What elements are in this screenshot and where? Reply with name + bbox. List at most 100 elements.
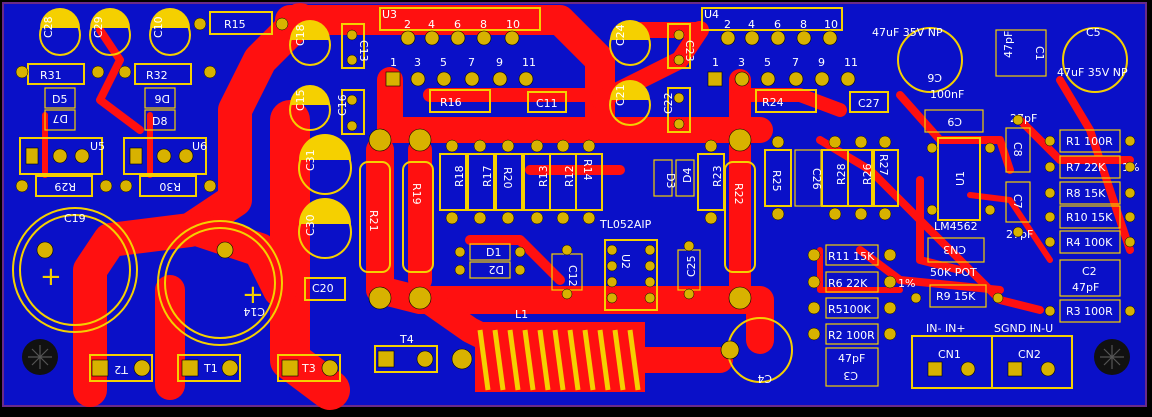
diode-d5: D5 <box>44 87 76 109</box>
diode-d2: D2 <box>469 261 511 279</box>
svg-text:IN- IN+: IN- IN+ <box>926 322 966 335</box>
svg-text:3: 3 <box>414 56 421 69</box>
svg-text:C1: C1 <box>1033 46 1046 61</box>
svg-text:7: 7 <box>792 56 799 69</box>
svg-text:U5: U5 <box>90 140 105 153</box>
svg-text:10: 10 <box>824 18 838 31</box>
svg-text:R5100K: R5100K <box>828 303 872 316</box>
svg-text:U6: U6 <box>192 140 207 153</box>
chip-u4: U4 2 4 6 8 10 1 3 5 7 9 11 <box>701 7 858 87</box>
svg-text:47pF: 47pF <box>1072 281 1099 294</box>
svg-text:1: 1 <box>390 56 397 69</box>
svg-text:C3: C3 <box>843 369 858 382</box>
small-vias <box>15 17 1136 341</box>
svg-text:C6: C6 <box>927 71 942 84</box>
resistor-r25: R25 <box>764 149 792 207</box>
svg-text:R13: R13 <box>537 165 550 187</box>
svg-text:C4: C4 <box>757 372 772 385</box>
svg-text:R3 100R: R3 100R <box>1066 305 1113 318</box>
svg-text:U3: U3 <box>382 8 397 21</box>
capacitor-c24: C24 <box>609 20 651 66</box>
svg-text:D5: D5 <box>52 93 67 106</box>
svg-text:C5: C5 <box>1086 26 1101 39</box>
svg-text:10: 10 <box>506 18 520 31</box>
capacitor-c19: C19 + <box>12 207 138 333</box>
svg-text:+: + <box>40 262 62 292</box>
resistor-r30: R30 <box>139 175 197 197</box>
svg-text:C2: C2 <box>1082 265 1097 278</box>
potentiometer-cn3: CN3 50K POT <box>927 237 985 279</box>
svg-text:R12: R12 <box>563 165 576 187</box>
svg-text:C14: C14 <box>243 305 265 318</box>
svg-text:4: 4 <box>748 18 755 31</box>
diode-d6: D6 <box>144 87 176 109</box>
svg-text:C20: C20 <box>312 282 334 295</box>
svg-text:R6 22K: R6 22K <box>828 277 868 290</box>
svg-text:C27: C27 <box>858 97 880 110</box>
svg-text:D7: D7 <box>53 112 68 125</box>
svg-text:R28: R28 <box>835 163 848 185</box>
resistor-r10: R10 15K <box>1059 205 1121 229</box>
svg-text:100nF: 100nF <box>930 88 964 101</box>
capacitor-c27: C27 <box>849 91 889 113</box>
svg-text:C31: C31 <box>304 149 317 171</box>
svg-text:R1 100R: R1 100R <box>1066 135 1113 148</box>
resistor-r9: R9 15K <box>929 284 987 308</box>
resistor-r5: R5100K <box>825 297 879 319</box>
capacitor-c16: C16 <box>336 89 365 135</box>
resistor-r16: R16 <box>429 89 491 113</box>
svg-text:T4: T4 <box>399 333 414 346</box>
svg-text:R10 15K: R10 15K <box>1066 211 1113 224</box>
svg-text:R21: R21 <box>367 210 380 232</box>
capacitor-c15: C15 <box>289 85 331 131</box>
resistor-r18: R18 <box>439 153 467 211</box>
svg-text:T2: T2 <box>114 363 129 376</box>
svg-text:C7: C7 <box>1011 194 1024 209</box>
svg-text:8: 8 <box>480 18 487 31</box>
resistor-r29: R29 <box>35 175 93 197</box>
svg-text:R7 22K: R7 22K <box>1066 161 1106 174</box>
svg-text:R23: R23 <box>711 165 724 187</box>
regulator-u6: U6 <box>123 137 207 175</box>
svg-text:7: 7 <box>468 56 475 69</box>
svg-text:C30: C30 <box>304 214 317 236</box>
resistor-r8: R8 15K <box>1059 181 1121 205</box>
resistor-r31: R31 <box>27 63 85 85</box>
capacitor-c2: C2 47pF <box>1059 259 1121 297</box>
svg-text:D8: D8 <box>152 115 167 128</box>
svg-text:D2: D2 <box>489 263 504 276</box>
capacitor-c29: C29 <box>89 8 131 56</box>
resistor-r3: R3 100R <box>1059 299 1121 323</box>
svg-text:C25: C25 <box>685 255 698 277</box>
svg-text:3: 3 <box>738 56 745 69</box>
svg-text:+: + <box>242 280 264 310</box>
resistor-r6: R6 22K <box>825 271 879 293</box>
svg-text:11: 11 <box>522 56 536 69</box>
capacitor-c3: 47pF C3 <box>825 347 879 387</box>
svg-text:R8 15K: R8 15K <box>1066 187 1106 200</box>
capacitor-c10: C10 <box>149 8 191 56</box>
svg-text:R20: R20 <box>501 167 514 189</box>
resistor-r21: R21 <box>359 161 391 273</box>
resistor-r24: R24 <box>755 89 817 113</box>
svg-text:U1: U1 <box>954 171 967 186</box>
chip-u2: U2 TL052AIP <box>599 218 658 311</box>
svg-text:R9 15K: R9 15K <box>936 290 976 303</box>
inductor-l1: L1 <box>475 308 645 392</box>
resistor-r11: R11 15K <box>825 244 879 266</box>
svg-text:11: 11 <box>844 56 858 69</box>
capacitor-c13: C13 <box>341 23 370 69</box>
svg-text:R32: R32 <box>146 69 168 82</box>
chip-u3: U3 2 4 6 8 10 1 3 5 7 9 11 <box>379 7 541 87</box>
svg-text:U2: U2 <box>619 254 632 269</box>
resistor-r17: R17 <box>467 153 495 211</box>
svg-text:C19: C19 <box>64 212 86 225</box>
svg-text:C18: C18 <box>294 24 307 46</box>
svg-text:R4 100K: R4 100K <box>1066 236 1113 249</box>
capacitor-c6: C6 47uF 35V NP <box>872 26 963 93</box>
svg-text:9: 9 <box>818 56 825 69</box>
svg-text:R26: R26 <box>861 163 874 185</box>
svg-text:5: 5 <box>764 56 771 69</box>
resistor-r7: R7 22K <box>1059 155 1121 179</box>
svg-text:C28: C28 <box>42 16 55 38</box>
